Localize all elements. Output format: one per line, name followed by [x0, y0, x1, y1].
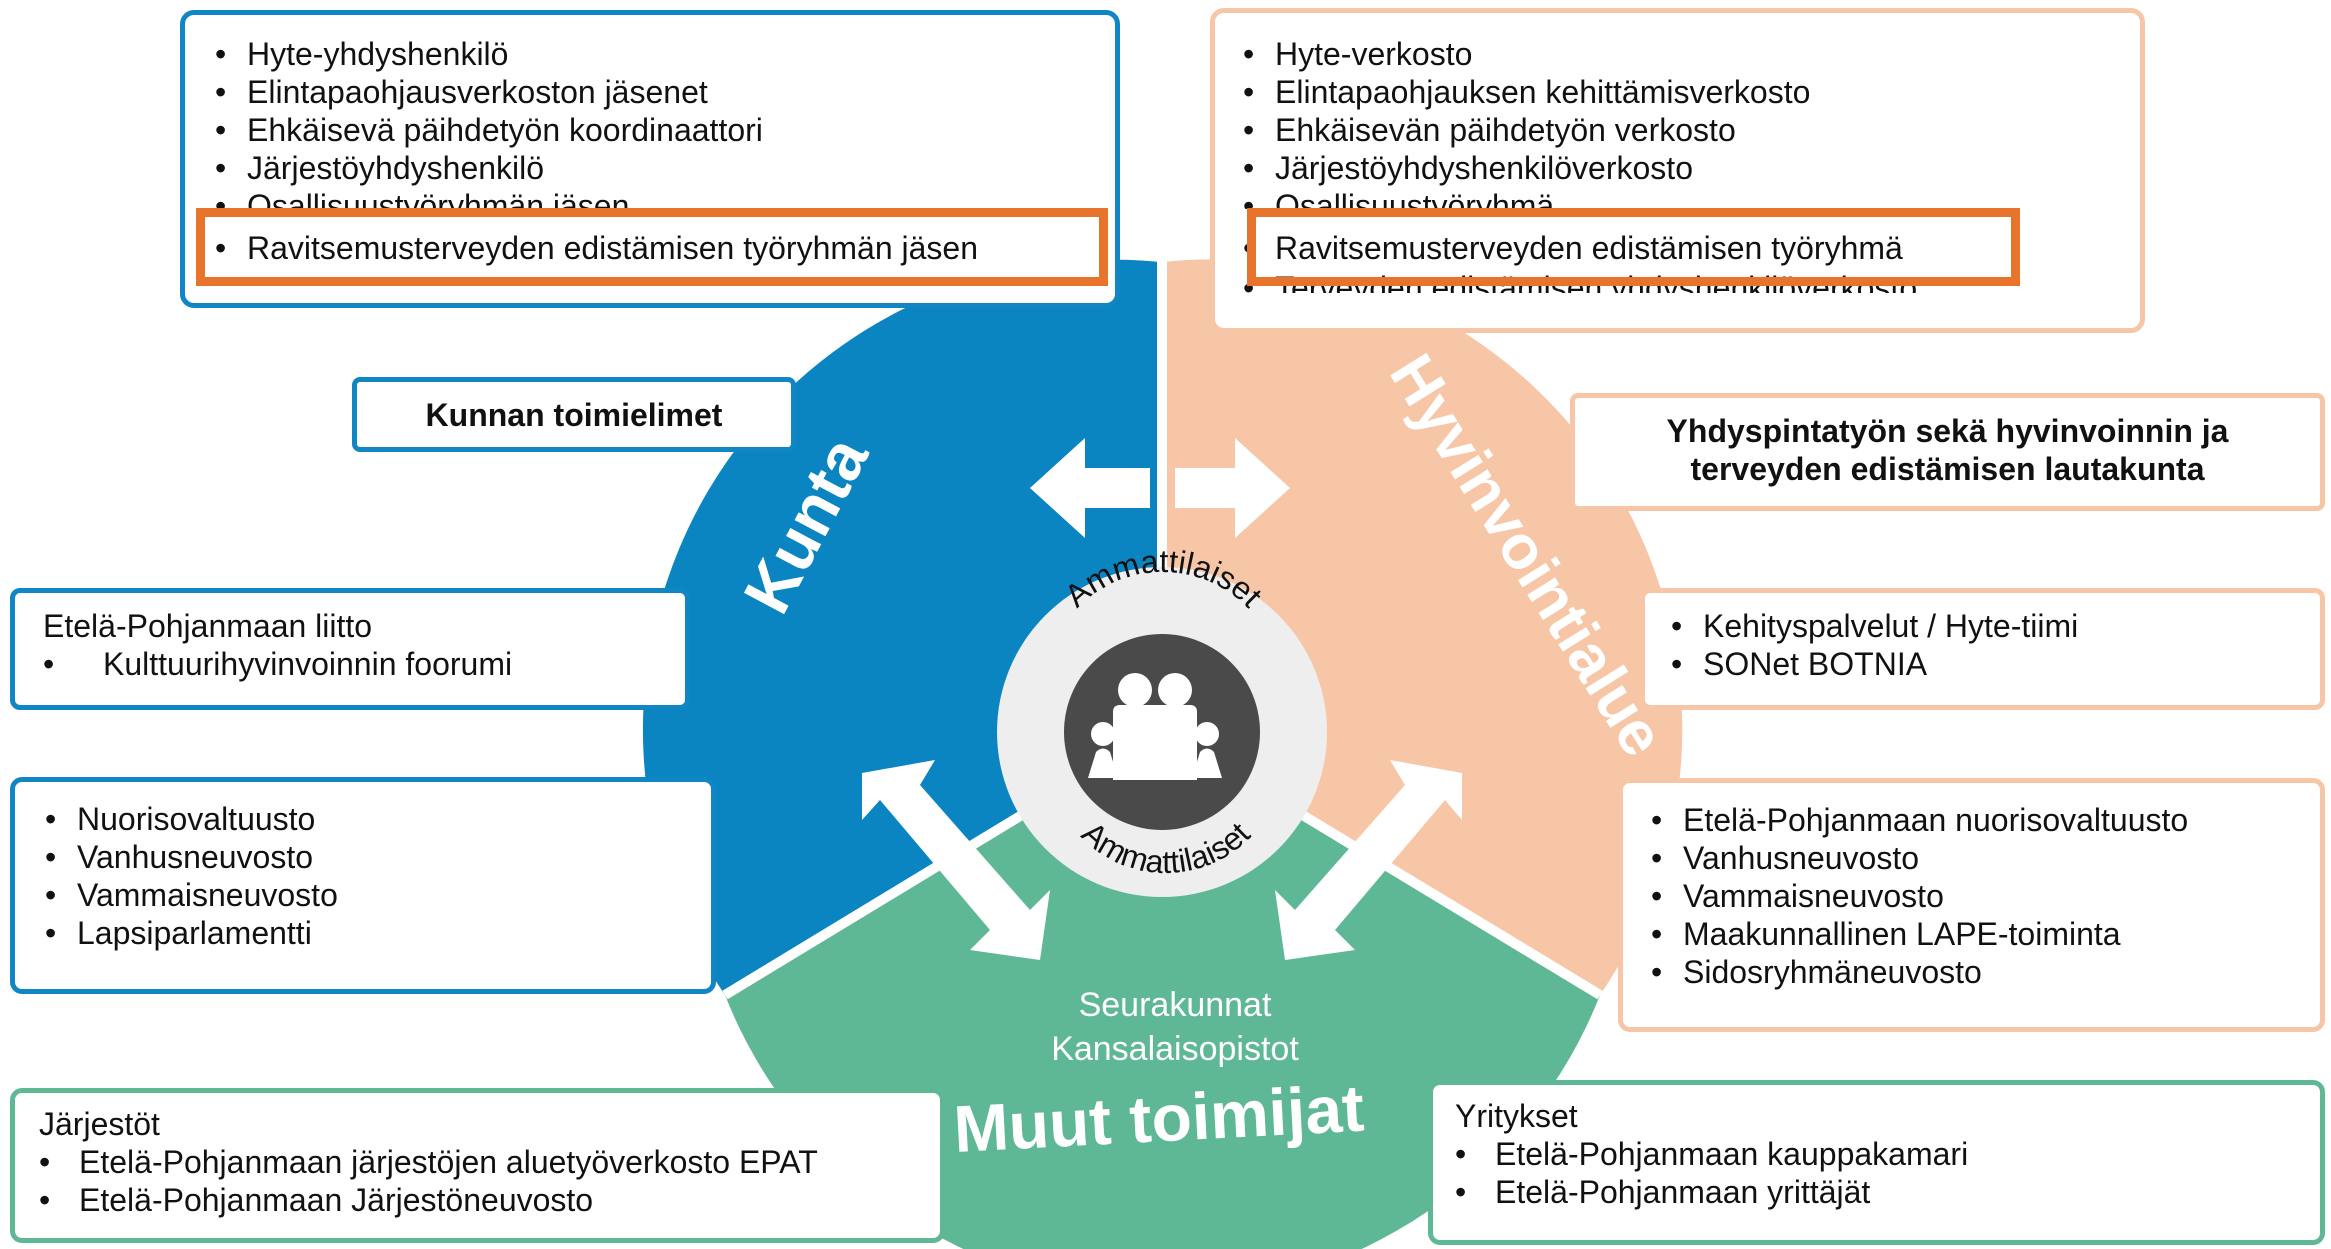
- arrow-kunta-hyvinvointialue: [1030, 438, 1290, 538]
- hyvinvointialue-councils-box: •Etelä-Pohjanmaan nuorisovaltuusto •Vanh…: [1618, 778, 2325, 1032]
- list-item: •Vanhusneuvosto: [1651, 840, 1920, 876]
- muut-inner-line2: Kansalaisopistot: [1051, 1030, 1299, 1068]
- list-item: •Ehkäisevän päihdetyön verkosto: [1243, 112, 1736, 148]
- list-item: •Ravitsemusterveyden edistämisen työryhm…: [215, 230, 978, 266]
- yritykset-box: Yritykset •Etelä-Pohjanmaan kauppakamari…: [1428, 1080, 2325, 1245]
- list-item: •Järjestöyhdyshenkilöverkosto: [1243, 150, 1693, 186]
- liitto-box: Etelä-Pohjanmaan liitto •Kulttuurihyvinv…: [10, 588, 690, 710]
- kunnan-toimielimet-box: Kunnan toimielimet: [352, 377, 796, 452]
- family-icon: [1088, 673, 1222, 780]
- list-item: •Etelä-Pohjanmaan nuorisovaltuusto: [1651, 802, 2189, 838]
- kunta-networks-box: •Hyte-yhdyshenkilö •Elintapaohjausverkos…: [180, 10, 1120, 308]
- list-item: •Etelä-Pohjanmaan Järjestöneuvosto: [39, 1182, 594, 1218]
- list-item: •Etelä-Pohjanmaan yrittäjät: [1455, 1174, 1871, 1210]
- kunta-councils-box: •Nuorisovaltuusto •Vanhusneuvosto •Vamma…: [10, 777, 716, 994]
- list-item: •Ehkäisevä päihdetyön koordinaattori: [215, 112, 763, 148]
- kunta-networks-list: •Hyte-yhdyshenkilö •Elintapaohjausverkos…: [207, 35, 1115, 267]
- jarjestot-list: •Etelä-Pohjanmaan järjestöjen aluetyöver…: [39, 1143, 940, 1219]
- list-item: •Osallisuustyöryhmän jäsen: [215, 188, 630, 209]
- kehityspalvelut-list: •Kehityspalvelut / Hyte-tiimi •SONet BOT…: [1663, 607, 2320, 683]
- hyvinvointialue-sector: [1163, 259, 1683, 995]
- list-item: •Sidosryhmäneuvosto: [1651, 954, 1982, 990]
- list-item: •Lapsiparlamentti: [45, 915, 312, 951]
- liitto-heading: Etelä-Pohjanmaan liitto: [43, 608, 373, 644]
- lautakunta-box: Yhdyspintatyön sekä hyvinvoinnin ja terv…: [1570, 393, 2325, 511]
- list-item: •Elintapaohjauksen kehittämisverkosto: [1243, 74, 1811, 110]
- kehityspalvelut-box: •Kehityspalvelut / Hyte-tiimi •SONet BOT…: [1640, 588, 2325, 710]
- jarjestot-heading: Järjestöt: [39, 1106, 160, 1142]
- yritykset-list: •Etelä-Pohjanmaan kauppakamari •Etelä-Po…: [1455, 1135, 2320, 1211]
- hyvinvointialue-networks-list: •Hyte-verkosto •Elintapaohjauksen kehitt…: [1235, 35, 2140, 293]
- list-item: •Etelä-Pohjanmaan kauppakamari: [1455, 1136, 1969, 1172]
- list-item: •Järjestöyhdyshenkilö: [215, 150, 545, 186]
- yritykset-heading: Yritykset: [1455, 1098, 1578, 1134]
- list-item: •Maakunnallinen LAPE-toiminta: [1651, 916, 2121, 952]
- lautakunta-title-line1: Yhdyspintatyön sekä hyvinvoinnin ja: [1666, 413, 2229, 449]
- list-item: •SONet BOTNIA: [1671, 646, 1928, 682]
- kunnan-toimielimet-title: Kunnan toimielimet: [425, 397, 723, 433]
- highlight-kunta-nutrition: [196, 208, 1108, 286]
- hyvinvointialue-councils-list: •Etelä-Pohjanmaan nuorisovaltuusto •Vanh…: [1643, 801, 2320, 991]
- list-item: •Ravitsemusterveyden edistämisen työryhm…: [1243, 230, 1903, 266]
- kunta-councils-list: •Nuorisovaltuusto •Vanhusneuvosto •Vamma…: [37, 800, 711, 952]
- list-item: •Vammaisneuvosto: [1651, 878, 1944, 914]
- liitto-list: •Kulttuurihyvinvoinnin foorumi: [43, 645, 685, 683]
- list-item: •Elintapaohjausverkoston jäsenet: [215, 74, 708, 110]
- arrow-hyvinvointialue-muut: [1275, 760, 1462, 960]
- list-item: •Vammaisneuvosto: [45, 877, 338, 913]
- list-item: •Nuorisovaltuusto: [45, 801, 316, 837]
- list-item: •Kulttuurihyvinvoinnin foorumi: [43, 646, 513, 682]
- jarjestot-box: Järjestöt •Etelä-Pohjanmaan järjestöjen …: [10, 1088, 945, 1243]
- list-item: •Hyte-yhdyshenkilö: [215, 36, 509, 72]
- list-item: •Vanhusneuvosto: [45, 839, 314, 875]
- muut-inner-line1: Seurakunnat: [1079, 986, 1272, 1024]
- list-item: •Hyte-verkosto: [1243, 36, 1473, 72]
- lautakunta-title-line2: terveyden edistämisen lautakunta: [1690, 451, 2205, 487]
- highlight-hyvinvointialue-nutrition: [1247, 208, 2020, 286]
- list-item: •Kehityspalvelut / Hyte-tiimi: [1671, 608, 2079, 644]
- list-item: •Etelä-Pohjanmaan järjestöjen aluetyöver…: [39, 1144, 818, 1180]
- list-item: •Osallisuustyöryhmä: [1243, 188, 1555, 209]
- arrow-kunta-muut: [862, 760, 1050, 960]
